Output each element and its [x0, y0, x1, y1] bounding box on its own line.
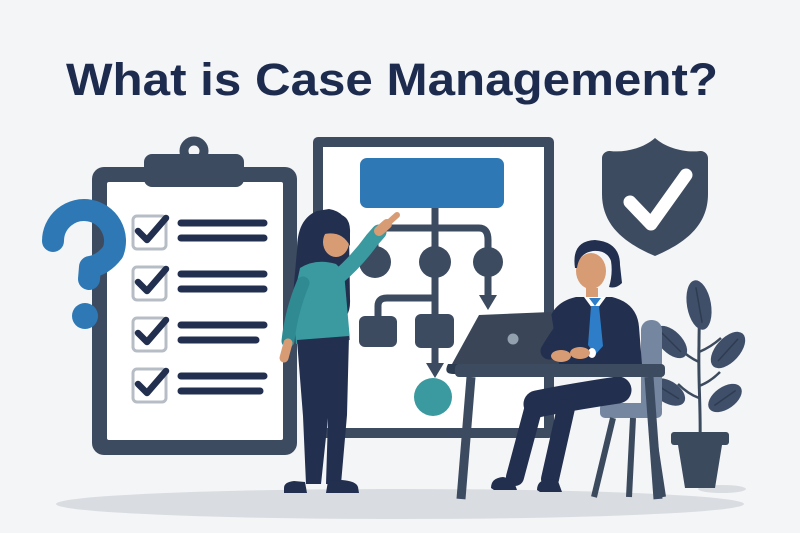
- woman-shoe: [284, 481, 307, 493]
- chair-leg: [591, 417, 616, 498]
- flow-connector: [374, 294, 435, 318]
- plant-leaf: [708, 383, 742, 413]
- woman-shoe: [326, 480, 359, 493]
- woman-hair-front: [320, 213, 351, 246]
- man-hand: [570, 347, 590, 359]
- plant-leaf: [686, 280, 712, 330]
- man-thighs: [523, 376, 632, 418]
- question-mark-dot: [72, 303, 98, 329]
- chair-leg: [626, 417, 636, 498]
- desk: [455, 364, 665, 500]
- flowchart-whiteboard: [313, 137, 554, 438]
- man-shirt-cuff: [588, 348, 596, 358]
- man-hand: [551, 350, 571, 362]
- flow-square-node: [415, 314, 454, 348]
- arrow-down-icon: [479, 295, 497, 310]
- clipboard-clip: [144, 154, 244, 187]
- pot-rim: [671, 432, 729, 445]
- plant-stem: [677, 383, 700, 400]
- desk-leg: [456, 376, 476, 500]
- man-shoe: [537, 479, 562, 492]
- laptop-screen: [452, 312, 559, 364]
- flowchart-icon: [359, 158, 504, 416]
- clipboard-checklist-icon: [92, 136, 297, 455]
- man-tie: [588, 306, 603, 355]
- woman-pants: [297, 336, 349, 484]
- man-arms: [540, 300, 596, 364]
- checkmark-icon: [134, 316, 170, 346]
- checkmark-icon: [134, 265, 170, 295]
- pointing-woman: [279, 209, 400, 493]
- checklist-row: [131, 316, 268, 353]
- man-face: [576, 253, 606, 289]
- desk-top: [455, 364, 665, 377]
- flow-circle-node: [473, 247, 503, 277]
- laptop-logo-dot: [507, 333, 519, 345]
- man-shin: [506, 397, 543, 486]
- arrow-down-icon: [426, 363, 444, 378]
- checklist-row: [131, 265, 268, 302]
- shield-check-icon: [602, 138, 708, 256]
- flow-end-node: [414, 378, 452, 416]
- man-shoe: [491, 477, 517, 490]
- plant-stem: [698, 337, 722, 354]
- man-neck: [586, 288, 598, 298]
- man-hair: [574, 240, 622, 288]
- checkmark-icon: [134, 214, 170, 244]
- checkmark-icon: [134, 367, 170, 397]
- plant-leaf: [654, 325, 688, 359]
- plant-stem: [698, 371, 721, 388]
- flow-circle-node: [419, 246, 451, 278]
- man-tie-knot: [589, 298, 601, 306]
- chair-seat: [600, 403, 662, 418]
- plant-leaf: [710, 331, 746, 369]
- ground-shadow: [56, 489, 744, 519]
- desk-leg: [644, 376, 663, 500]
- woman-pointing-finger: [384, 212, 400, 227]
- flow-square-node: [359, 316, 397, 347]
- question-mark-hook: [42, 199, 126, 290]
- woman-hanging-arm: [281, 276, 310, 348]
- flow-start-node: [360, 158, 504, 208]
- checklist-row: [131, 214, 268, 251]
- man-shin: [541, 399, 575, 488]
- checklist-row: [131, 367, 268, 404]
- pot-body: [678, 445, 722, 488]
- page-title: What is Case Management?: [66, 54, 718, 105]
- woman-hand: [279, 338, 293, 363]
- shield-body: [602, 138, 708, 256]
- shield-checkmark: [623, 168, 693, 231]
- question-mark-icon: [42, 199, 126, 329]
